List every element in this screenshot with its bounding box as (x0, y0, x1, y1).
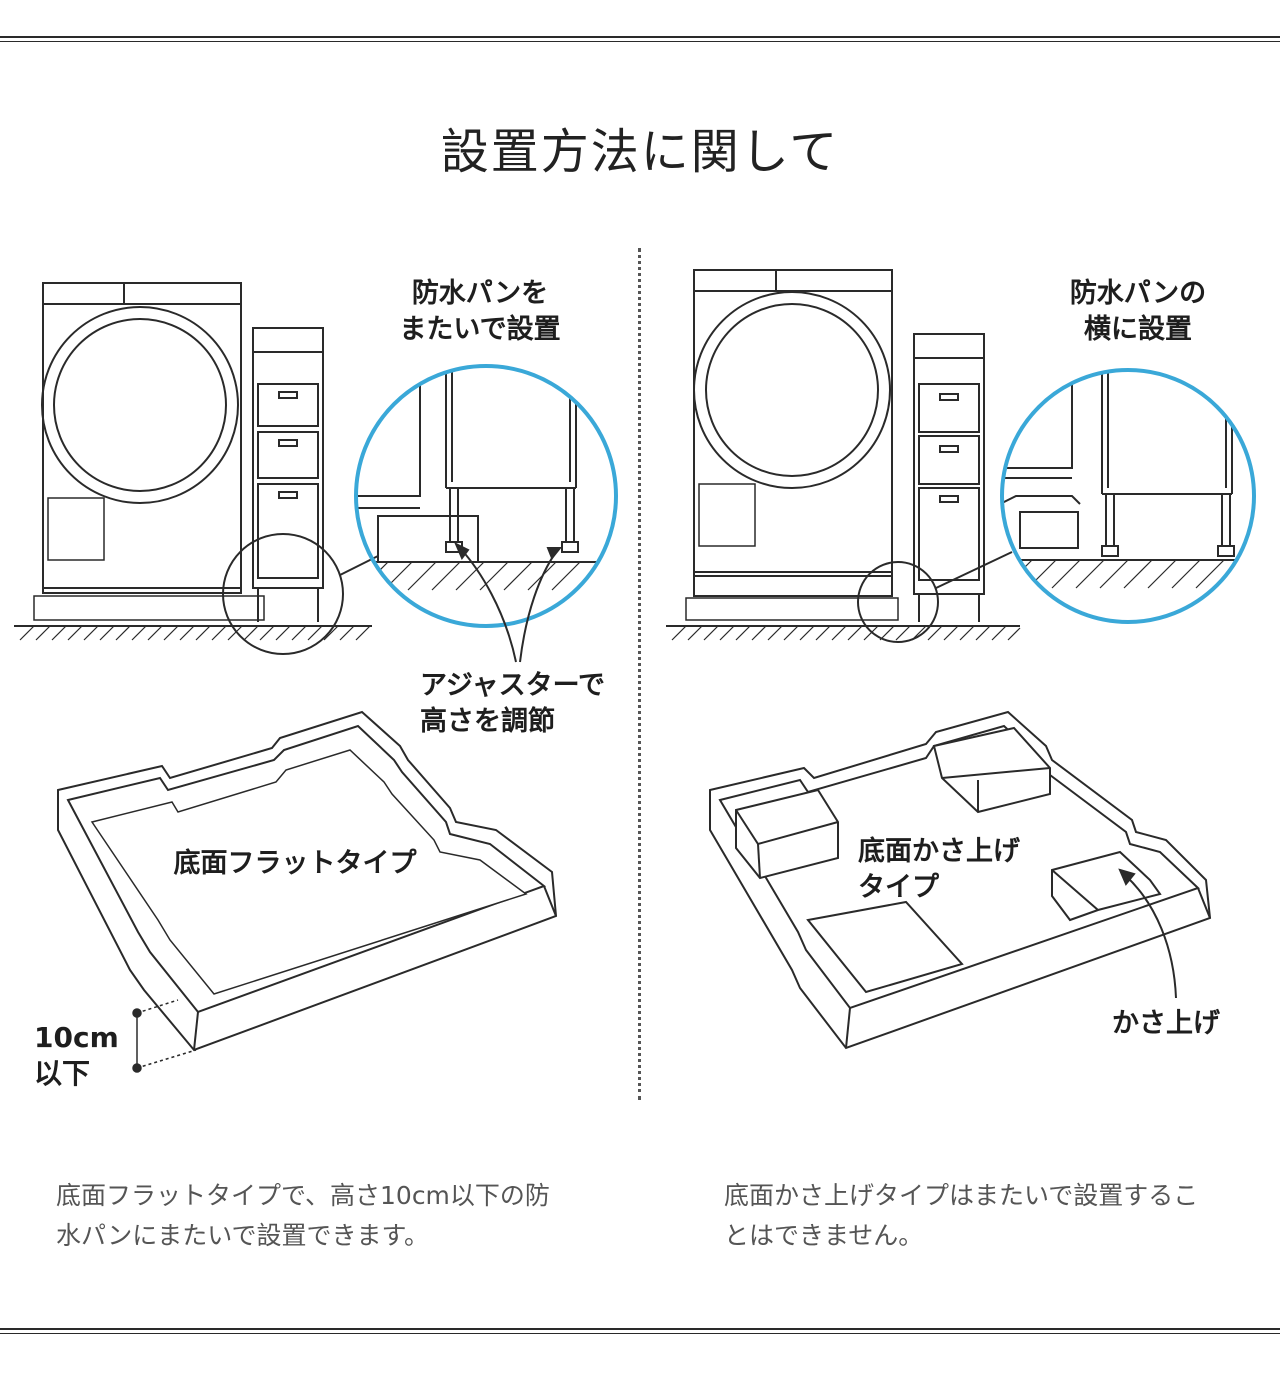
adjuster-arrows (454, 541, 563, 663)
right-callout: 防水パンの横に設置 (1069, 278, 1207, 345)
bottom-rule (0, 1328, 1280, 1334)
waterproof-pan (33, 595, 265, 621)
floor-hatch (19, 625, 371, 641)
raised-note: かさ上げ (1112, 1008, 1220, 1039)
raised-tray (709, 710, 1212, 1050)
left-callout: 防水パンをまたいで設置 (399, 278, 561, 345)
height-marker (132, 999, 197, 1073)
center-divider (638, 248, 641, 1100)
raised-arrow (1118, 868, 1177, 999)
flat-tray-label: 底面フラットタイプ (173, 848, 417, 879)
floor-hatch (671, 625, 1021, 641)
flat-tray (57, 710, 558, 1052)
riser-blocks (735, 726, 1162, 994)
washing-machine (41, 282, 242, 594)
right-caption: 底面かさ上げタイプはまたいで設置することはできません。 (724, 1181, 1199, 1250)
waterproof-pan (685, 597, 899, 621)
page-title: 設置方法に関して (440, 124, 840, 180)
zoom-detail-right (1000, 368, 1256, 624)
top-rule (0, 36, 1280, 42)
zoom-connector (935, 551, 1013, 589)
zoom-source-circle (857, 561, 939, 643)
washing-machine (693, 269, 893, 597)
zoom-source-circle (222, 533, 344, 655)
storage-rack (913, 333, 985, 622)
left-caption: 底面フラットタイプで、高さ10cm以下の防水パンにまたいで設置できます。 (56, 1181, 550, 1250)
storage-rack (252, 327, 324, 622)
raised-tray-label: 底面かさ上げタイプ (858, 836, 1020, 903)
adjuster-label: アジャスターで高さを調節 (420, 670, 605, 737)
